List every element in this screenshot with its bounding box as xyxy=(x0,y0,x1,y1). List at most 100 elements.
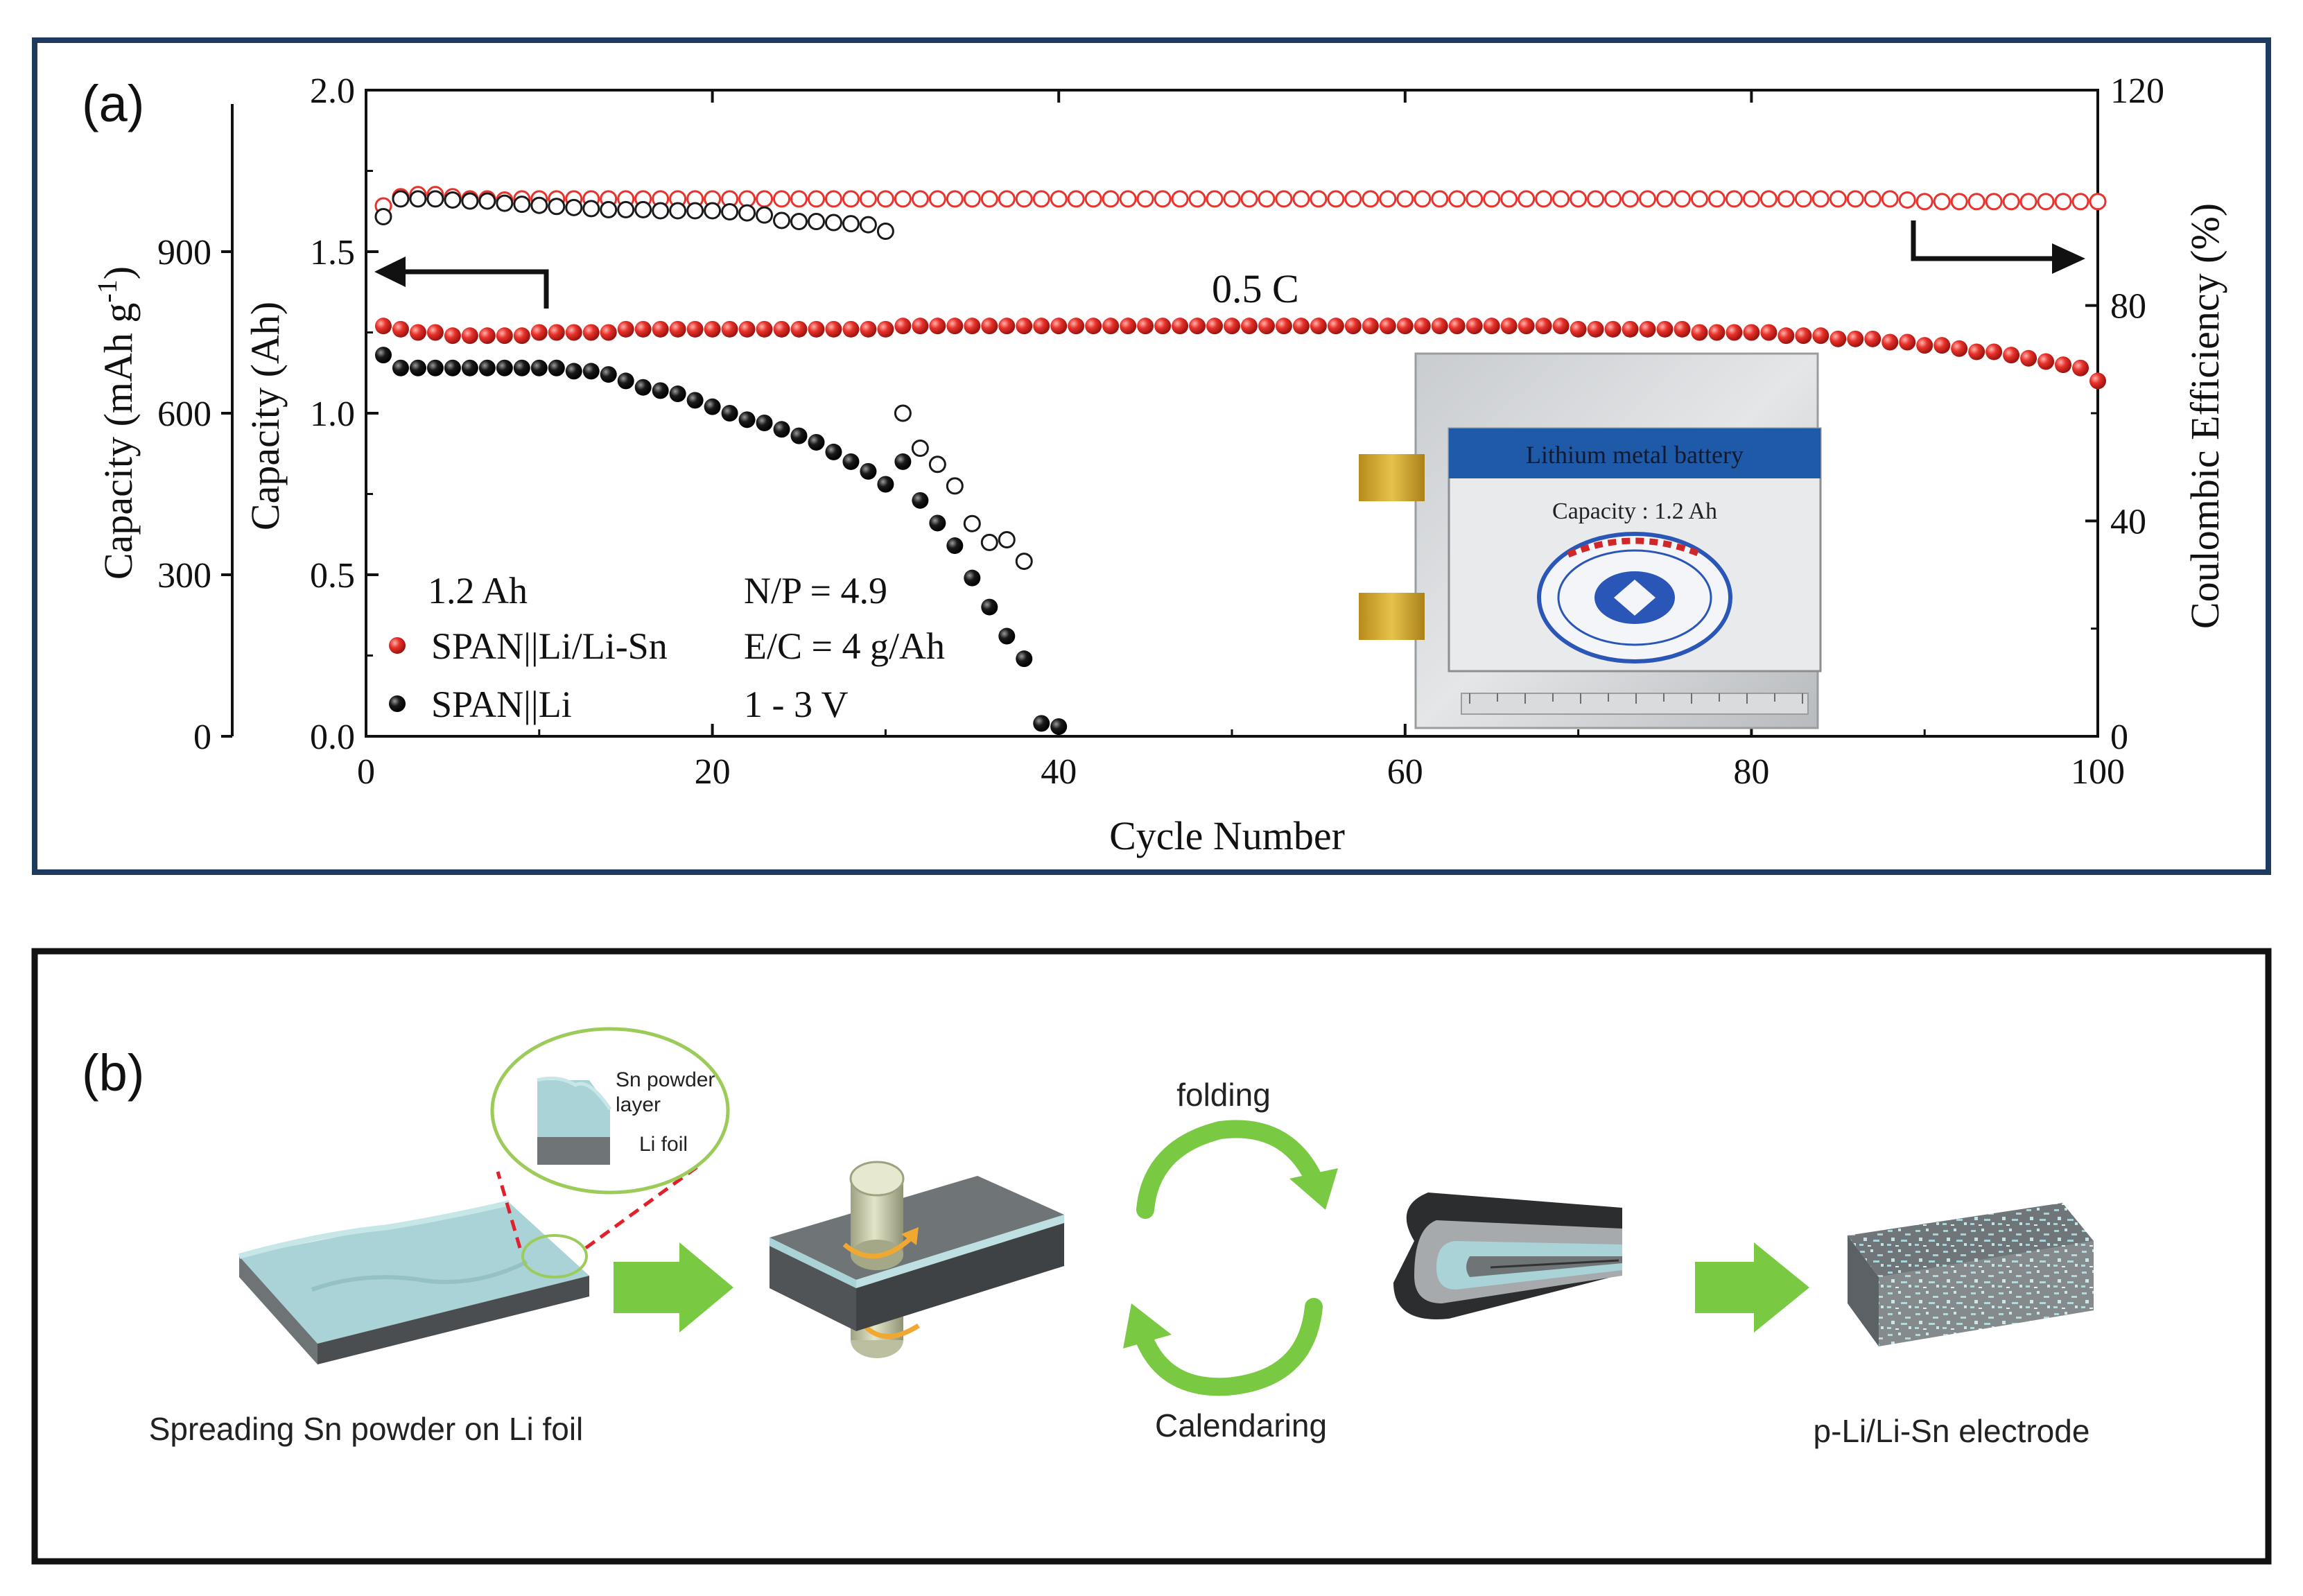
data-point xyxy=(1068,318,1085,335)
data-point xyxy=(790,190,808,208)
data-point xyxy=(756,206,774,224)
data-point xyxy=(600,366,617,383)
data-point xyxy=(1102,318,1120,335)
data-point xyxy=(1033,715,1050,732)
data-point xyxy=(998,531,1016,549)
data-point xyxy=(1743,324,1760,341)
data-point xyxy=(530,324,548,341)
y-right-tick-label: 120 xyxy=(2110,71,2164,111)
data-point xyxy=(807,213,825,231)
data-point xyxy=(1604,190,1622,208)
data-point xyxy=(704,320,721,338)
data-point xyxy=(1570,320,1587,338)
x-tick-label: 0 xyxy=(357,752,375,792)
data-point xyxy=(461,359,478,376)
data-point xyxy=(1154,190,1172,208)
y-outer-axis-title: Capacity (mAh g-1) xyxy=(92,266,141,580)
data-point xyxy=(738,204,756,222)
legend-np: N/P = 4.9 xyxy=(744,570,887,611)
data-point xyxy=(1535,318,1552,335)
data-point xyxy=(946,537,964,555)
data-point xyxy=(2055,356,2072,374)
data-point xyxy=(912,492,929,509)
data-point xyxy=(1725,190,1743,208)
data-point xyxy=(929,318,946,335)
data-point xyxy=(513,196,531,214)
data-point xyxy=(1362,190,1380,208)
data-point xyxy=(1604,320,1622,338)
data-point xyxy=(426,190,444,208)
data-point xyxy=(721,320,738,338)
series-3 xyxy=(374,190,1033,571)
data-point xyxy=(600,324,617,341)
data-point xyxy=(582,324,600,341)
data-point xyxy=(1795,327,1812,345)
data-point xyxy=(860,462,877,480)
data-point xyxy=(946,190,964,208)
data-point xyxy=(859,216,877,234)
data-point xyxy=(773,190,791,208)
data-point xyxy=(444,359,461,376)
data-point xyxy=(1778,327,1795,345)
data-point xyxy=(444,191,462,209)
data-point xyxy=(478,192,496,210)
data-point xyxy=(894,190,912,208)
ruler-ticks xyxy=(1469,693,1803,704)
y-tick-label: 0.5 xyxy=(310,556,355,596)
data-point xyxy=(1656,320,1674,338)
data-point xyxy=(1466,318,1483,335)
data-point xyxy=(1552,318,1570,335)
data-point xyxy=(946,477,964,495)
data-point xyxy=(1275,190,1293,208)
data-point xyxy=(773,320,790,338)
data-point xyxy=(652,382,669,399)
data-point xyxy=(600,200,618,218)
data-point xyxy=(998,318,1016,335)
data-point xyxy=(1933,337,1951,354)
x-tick-label: 40 xyxy=(1041,752,1077,792)
data-point xyxy=(721,405,738,422)
data-point xyxy=(1120,318,1137,335)
li-foil-with-sn-powder: Sn powder layer Li foil xyxy=(238,1027,730,1364)
data-point xyxy=(496,327,513,345)
data-point xyxy=(652,320,669,338)
data-point xyxy=(1362,318,1379,335)
data-point xyxy=(824,214,842,232)
data-point xyxy=(876,222,894,240)
data-point xyxy=(1050,318,1068,335)
data-point xyxy=(1950,193,1968,211)
data-point xyxy=(1033,318,1050,335)
data-point xyxy=(1414,190,1432,208)
y-outer-tick-label: 300 xyxy=(157,556,211,596)
data-point xyxy=(1587,190,1605,208)
step1-caption: Spreading Sn powder on Li foil xyxy=(149,1411,584,1447)
data-point xyxy=(652,202,670,220)
data-point xyxy=(548,359,565,376)
data-point xyxy=(842,453,860,470)
data-point xyxy=(1344,190,1362,208)
data-point xyxy=(1518,190,1536,208)
data-point xyxy=(669,320,686,338)
data-point xyxy=(1327,190,1345,208)
inset-li-foil-label: Li foil xyxy=(639,1133,688,1156)
data-point xyxy=(2089,193,2107,211)
data-point xyxy=(1726,324,1743,341)
data-point xyxy=(773,421,790,438)
data-point xyxy=(1863,190,1881,208)
y-tick-label: 0.0 xyxy=(310,718,355,757)
data-point xyxy=(876,190,894,208)
y-axis-title: Capacity (Ah) xyxy=(243,302,288,530)
x-tick-label: 100 xyxy=(2071,752,2125,792)
data-point xyxy=(1466,190,1484,208)
data-point xyxy=(790,427,808,444)
data-point xyxy=(565,363,582,380)
data-point xyxy=(721,203,739,221)
data-point xyxy=(1344,318,1362,335)
data-point xyxy=(1500,318,1518,335)
data-point xyxy=(409,190,427,208)
data-point xyxy=(392,359,409,376)
data-point xyxy=(1172,318,1189,335)
data-point xyxy=(807,190,825,208)
data-point xyxy=(1483,318,1500,335)
